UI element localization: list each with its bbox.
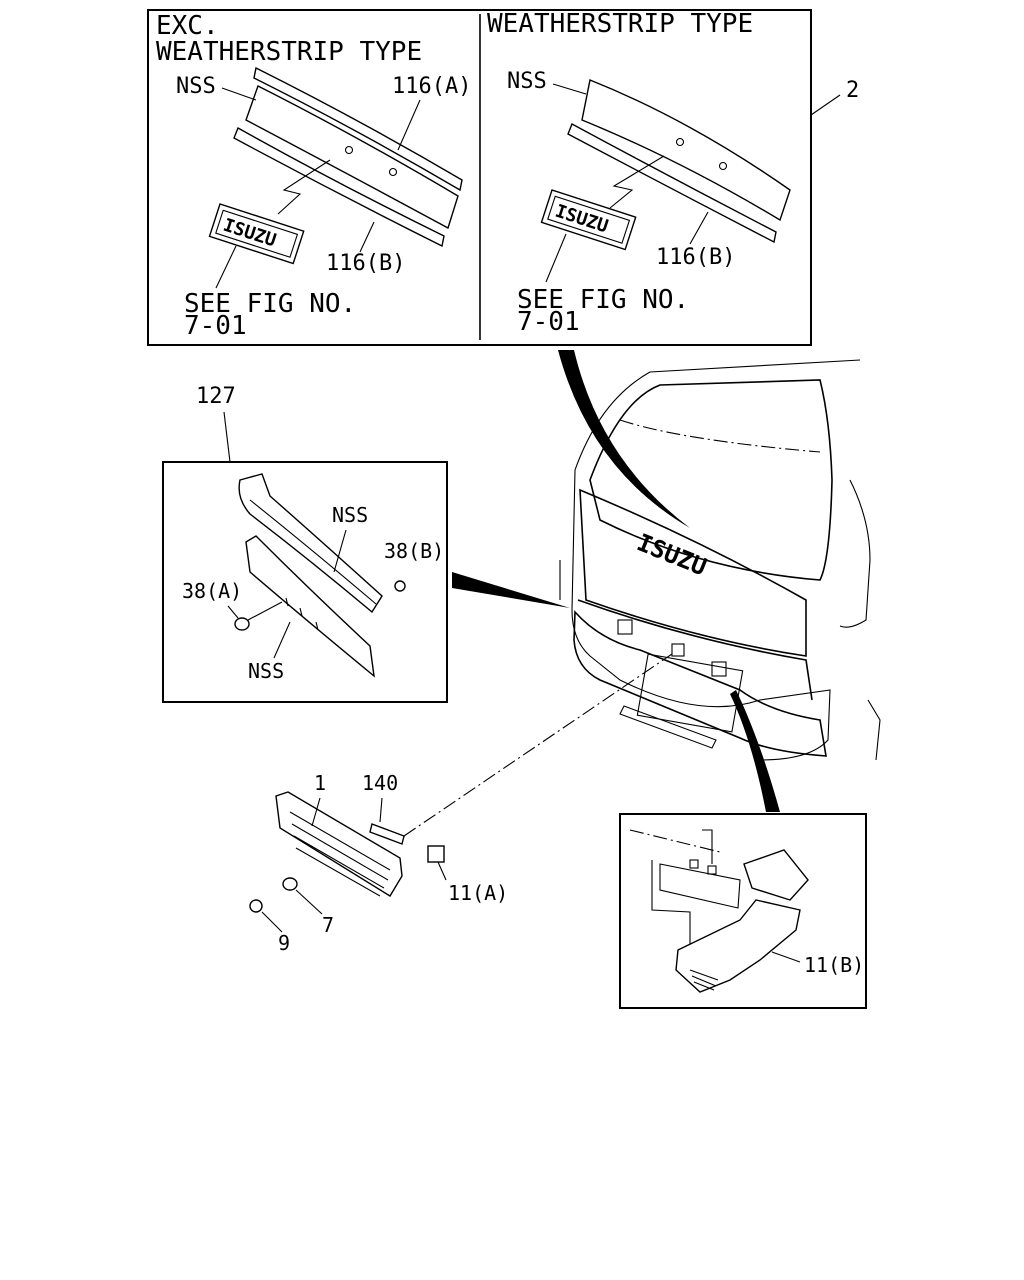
- ref-1: 1: [314, 771, 326, 795]
- rear-window: [589, 379, 833, 581]
- garnish-inset-box: 127 NSS 38(B) 38(A) NSS: [162, 384, 448, 703]
- weatherstrip-panel: WEATHERSTRIP TYPE NSS 116(B) ISUZU SEE F…: [487, 9, 791, 337]
- pointer-arrow-top: [558, 350, 690, 528]
- garnish-panel-left: [245, 85, 459, 230]
- garnish-bracket-lower: [245, 535, 375, 678]
- nss-label-left: NSS: [176, 74, 216, 99]
- isuzu-emblem-tailgate: ISUZU: [633, 528, 710, 581]
- ref-11a: 11(A): [448, 881, 508, 905]
- retainer-7: [282, 877, 298, 891]
- clip-38a: [234, 617, 250, 631]
- see-fig-left-2: 7-01: [184, 311, 247, 341]
- ref-11b: 11(B): [804, 953, 864, 977]
- top-inset-box: [147, 9, 841, 346]
- ref-116a: 116(A): [392, 74, 471, 99]
- screw-9: [249, 899, 263, 913]
- clip-inset-box: 11(B): [619, 813, 867, 1009]
- ref-38b: 38(B): [384, 539, 444, 563]
- rear-step: [619, 705, 717, 749]
- ref-127: 127: [196, 384, 236, 409]
- pointer-arrow-clip: [730, 690, 780, 812]
- grille-parts: 1 140 11(A) 7 9: [249, 653, 673, 955]
- exc-weatherstrip-panel: EXC. WEATHERSTRIP TYPE NSS 116(A) 116(B)…: [156, 11, 471, 341]
- see-fig-right-2: 7-01: [517, 307, 580, 337]
- ref-2: 2: [846, 78, 859, 103]
- ref-7: 7: [322, 913, 334, 937]
- vehicle-rear: ISUZU: [559, 359, 881, 761]
- nss-bracket-label: NSS: [248, 659, 284, 683]
- weatherstrip-116b-right: [567, 123, 777, 244]
- garnish-panel-right: [581, 79, 791, 222]
- tailgate-emblem-text: ISUZU: [633, 528, 710, 581]
- clip-38b: [394, 580, 406, 592]
- license-plate-area: [636, 653, 744, 733]
- emblem-140: [369, 823, 405, 845]
- see-fig-left-1: SEE FIG NO.: [184, 289, 356, 319]
- pointer-arrow-garnish: [452, 572, 570, 608]
- clip-11a: [427, 845, 445, 863]
- ref-9: 9: [278, 931, 290, 955]
- tailgate: [579, 488, 807, 657]
- nss-label-right: NSS: [507, 69, 547, 94]
- ref-116b-left: 116(B): [326, 251, 405, 276]
- ref-38a: 38(A): [182, 579, 242, 603]
- see-fig-right-1: SEE FIG NO.: [517, 285, 689, 315]
- rear-garnish-upper: [238, 473, 383, 614]
- exc-title-2: WEATHERSTRIP TYPE: [156, 37, 422, 67]
- ws-title: WEATHERSTRIP TYPE: [487, 9, 753, 39]
- ref-140: 140: [362, 771, 398, 795]
- rear-bumper: [573, 609, 827, 757]
- weatherstrip-116a: [253, 66, 463, 192]
- clip-11b: [675, 899, 801, 993]
- weatherstrip-116b-left: [233, 127, 445, 248]
- ref-116b-right: 116(B): [656, 245, 735, 270]
- nss-garnish-label: NSS: [332, 503, 368, 527]
- exc-title-1: EXC.: [156, 11, 219, 41]
